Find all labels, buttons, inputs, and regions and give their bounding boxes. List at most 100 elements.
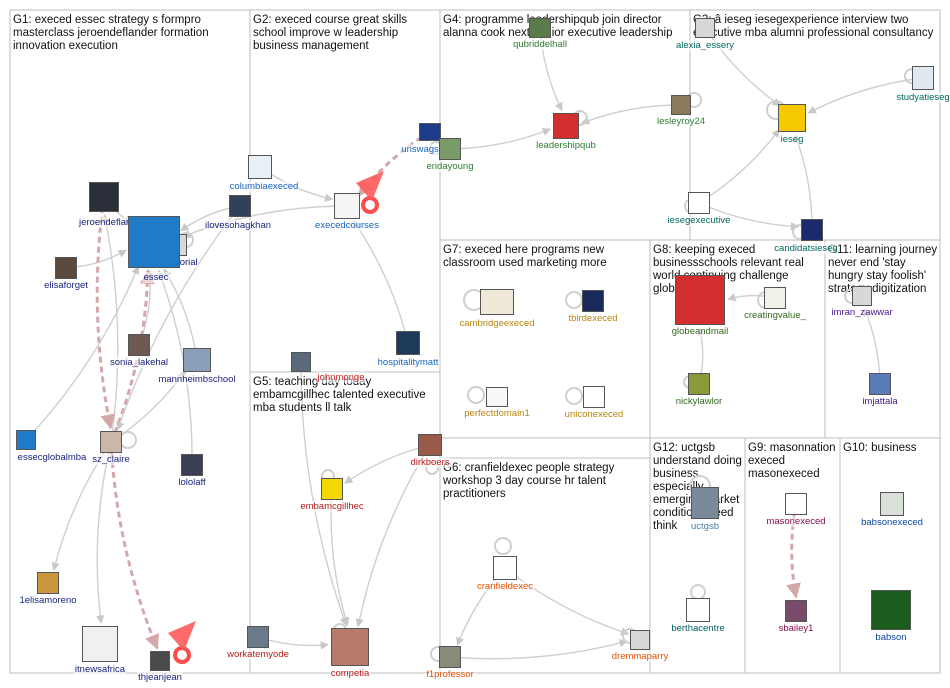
node-avatar-tbirdexeced[interactable] [582,290,604,312]
node-avatar-iesegexecutive[interactable] [688,192,710,214]
node-avatar-hospitalitymatt[interactable] [396,331,420,355]
node-avatar-leadershipqub[interactable] [553,113,579,139]
group-title-g6: G6: cranfieldexec people strategy worksh… [443,462,615,500]
node-label-cranfieldexec: cranfieldexec [476,581,534,592]
node-avatar-thjeanjean[interactable] [150,651,170,671]
edge-ilovesohagkhan-sz_claire [116,205,241,431]
group-box-g10 [839,437,941,674]
node-label-mannheimbschool: mannheimbschool [157,374,237,385]
node-avatar-sz_claire[interactable] [100,431,122,453]
node-avatar-cambridgeexeced[interactable] [480,289,514,315]
node-label-perfectdomain1: perfectdomain1 [463,408,531,419]
node-avatar-johnmonge[interactable] [291,352,311,372]
node-avatar-studyatieseg[interactable] [912,66,934,90]
node-avatar-ieseg[interactable] [778,104,806,132]
node-avatar-berthacentre[interactable] [686,598,710,622]
node-avatar-sonia_lakehal[interactable] [128,334,150,356]
node-label-sz_claire: sz_claire [91,454,131,465]
node-avatar-uniconexeced[interactable] [583,386,605,408]
node-label-essec: essec [142,272,170,283]
edge-dirkboers-competia [355,444,431,628]
node-label-1elisamoreno: 1elisamoreno [18,595,78,606]
node-avatar-mannheimbschool[interactable] [183,348,211,372]
node-label-tbirdexeced: tbirdexeced [567,313,619,324]
node-avatar-competia[interactable] [331,628,369,666]
node-avatar-ilovesohagkhan[interactable] [229,195,251,217]
node-avatar-uctgsb[interactable] [691,487,719,519]
node-avatar-essec[interactable] [128,216,180,268]
edge-johnmonge-competia [300,361,348,627]
node-avatar-dremmaparry[interactable] [630,630,650,650]
node-avatar-essecglobalmba[interactable] [16,430,36,450]
node-avatar-sbailey1[interactable] [785,600,807,622]
node-label-execedcourses: execedcourses [314,220,380,231]
node-avatar-itnewsafrica[interactable] [82,626,118,662]
node-avatar-imjattala[interactable] [869,373,891,395]
node-avatar-lesleyroy24[interactable] [671,95,691,115]
node-label-columbiaexeced: columbiaexeced [228,181,300,192]
node-avatar-f1professor[interactable] [439,646,461,668]
node-avatar-dirkboers[interactable] [418,434,442,456]
node-label-unswagsm: unswagsm [400,144,448,155]
node-label-sbailey1: sbailey1 [777,623,815,634]
node-label-uctgsb: uctgsb [690,521,720,532]
node-label-lololaff: lololaff [177,477,207,488]
node-avatar-creatingvalue_[interactable] [764,287,786,309]
group-title-g7: G7: execed here programs new classroom u… [443,244,607,269]
node-avatar-qubriddelhall[interactable] [529,18,551,38]
edge-execedcourses-essec [181,205,348,238]
node-label-endayoung: endayoung [425,161,475,172]
node-avatar-cranfieldexec[interactable] [493,556,517,580]
self-loop-tbirdexeced [565,291,583,309]
node-label-sonia_lakehal: sonia_lakehal [108,357,170,368]
node-label-workatemyode: workatemyode [226,649,290,660]
node-avatar-endayoung[interactable] [439,138,461,160]
node-label-ieseg: ieseg [779,134,805,145]
node-label-masonexeced: masonexeced [765,516,827,527]
group-title-g3: G3: â ieseg iesegexperience interview tw… [693,14,934,39]
node-label-alexia_essery: alexia_essery [674,40,736,51]
node-label-itnewsafrica: itnewsafrica [73,664,127,675]
node-label-qubriddelhall: qubriddelhall [512,39,568,50]
self-loop-perfectdomain1 [467,386,485,404]
node-label-candidatsieseg: candidatsieseg [773,243,839,254]
node-avatar-unswagsm[interactable] [419,123,441,141]
node-avatar-imran_zawwar[interactable] [852,286,872,306]
node-avatar-workatemyode[interactable] [247,626,269,648]
node-label-iesegexecutive: iesegexecutive [666,215,732,226]
node-avatar-elisaforget[interactable] [55,257,77,279]
node-label-thjeanjean: thjeanjean [137,672,183,683]
edge-essecglobalmba-essec [25,265,140,441]
node-label-berthacentre: berthacentre [670,623,726,634]
self-tie-arrow-thjeanjean [168,621,196,651]
self-loop-cranfieldexec [494,537,512,555]
node-label-imran_zawwar: imran_zawwar [830,307,894,318]
node-avatar-masonexeced[interactable] [785,493,807,515]
node-label-embamcgillhec: embamcgillhec [299,501,365,512]
node-avatar-globeandmail[interactable] [675,275,725,325]
edge-iesegexecutive-ieseg [698,128,781,204]
node-avatar-babsonexeced[interactable] [880,492,904,516]
group-title-g2: G2: execed course great skills school im… [253,14,408,52]
node-avatar-1elisamoreno[interactable] [37,572,59,594]
node-avatar-perfectdomain1[interactable] [486,387,508,407]
group-title-g4: G4: programme leadershipqub join directo… [443,14,673,39]
edge-lesleyroy24-leadershipqub [580,104,682,125]
node-avatar-jeroendeflander[interactable] [89,182,119,212]
node-avatar-nickylawlor[interactable] [688,373,710,395]
node-avatar-embamcgillhec[interactable] [321,478,343,500]
edge-sz_claire-itnewsafrica [96,441,112,624]
node-avatar-columbiaexeced[interactable] [248,155,272,179]
node-avatar-lololaff[interactable] [181,454,203,476]
node-avatar-execedcourses[interactable] [334,193,360,219]
node-avatar-candidatsieseg[interactable] [801,219,823,241]
node-label-essecglobalmba: essecglobalmba [16,452,88,463]
self-tie-execedcourses [361,196,379,214]
node-avatar-babson[interactable] [871,590,911,630]
node-label-ilovesohagkhan: ilovesohagkhan [203,220,273,231]
node-label-cambridgeexeced: cambridgeexeced [458,318,536,329]
self-tie-arrow-execedcourses [356,171,384,201]
edge-cranfieldexec-dremmaparry [504,567,630,636]
node-avatar-alexia_essery[interactable] [695,18,715,38]
node-label-nickylawlor: nickylawlor [674,396,724,407]
